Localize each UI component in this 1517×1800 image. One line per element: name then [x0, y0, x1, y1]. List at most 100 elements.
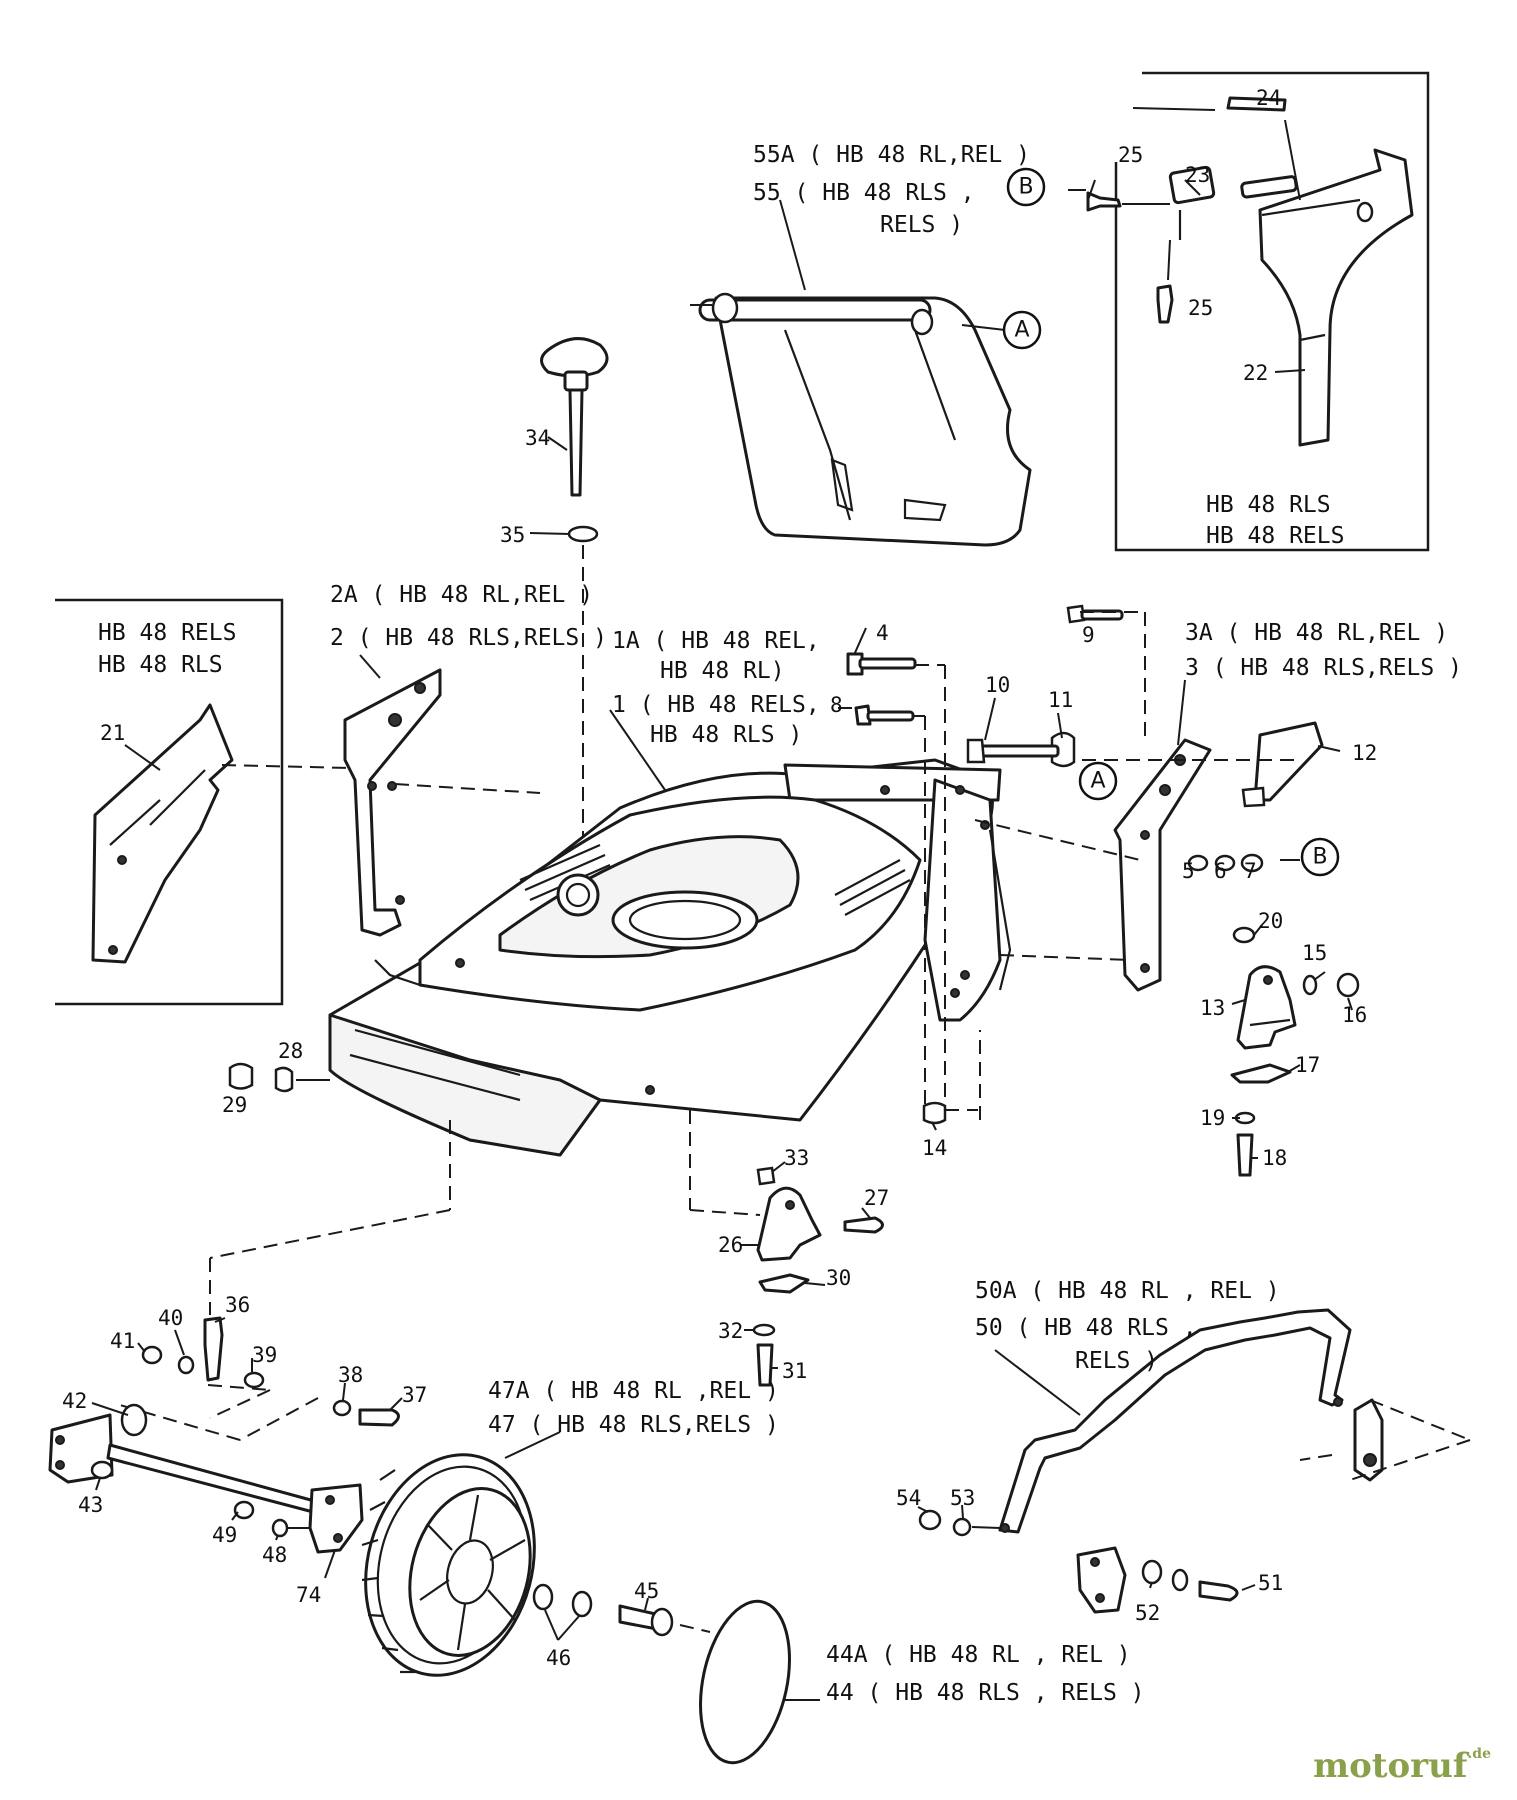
label-2: 2 ( HB 48 RLS,RELS ): [330, 625, 607, 651]
label-13: 13: [1200, 996, 1225, 1020]
label-23: 23: [1185, 163, 1210, 187]
label-5: 5: [1182, 859, 1195, 883]
label-34: 34: [525, 426, 550, 450]
inset-top-right-model-2: HB 48 RELS: [1206, 523, 1344, 549]
label-32: 32: [718, 1319, 743, 1343]
side-bracket-left: [343, 668, 541, 937]
callout-a-label: A: [1014, 318, 1029, 343]
label-8: 8: [830, 693, 843, 717]
label-28: 28: [278, 1039, 303, 1063]
label-22: 22: [1243, 361, 1268, 385]
label-26: 26: [718, 1233, 743, 1257]
height-adjuster-right: [1230, 926, 1360, 1177]
label-53: 53: [950, 1486, 975, 1510]
label-41: 41: [110, 1329, 135, 1353]
inset-frame-top-right: [1114, 71, 1430, 552]
label-74: 74: [296, 1583, 321, 1607]
label-54: 54: [896, 1486, 921, 1510]
label-50: 50 ( HB 48 RLS ,: [975, 1315, 1197, 1341]
label-27: 27: [864, 1186, 889, 1210]
label-11: 11: [1048, 688, 1073, 712]
rear-axle-group: [48, 1316, 400, 1554]
logo-suffix: .de: [1467, 1746, 1491, 1762]
label-46: 46: [546, 1646, 571, 1670]
label-55: 55 ( HB 48 RLS ,: [753, 180, 975, 206]
logo-text: motoruf: [1313, 1746, 1468, 1786]
label-55a: 55A ( HB 48 RL,REL ): [753, 142, 1030, 168]
rear-wheel: [361, 1453, 791, 1765]
label-12: 12: [1352, 741, 1377, 765]
label-1a-cont: HB 48 RL): [660, 658, 785, 684]
label-1-cont: HB 48 RLS ): [650, 722, 802, 748]
handle-bar: [918, 1308, 1471, 1614]
hardware-left: [209, 1062, 947, 1315]
label-50a: 50A ( HB 48 RL , REL ): [975, 1278, 1280, 1304]
label-52: 52: [1135, 1601, 1160, 1625]
label-18: 18: [1262, 1146, 1287, 1170]
label-17: 17: [1295, 1053, 1320, 1077]
inset-top-right-model-1: HB 48 RLS: [1206, 492, 1331, 518]
label-14: 14: [922, 1136, 947, 1160]
label-39: 39: [252, 1343, 277, 1367]
label-6: 6: [1214, 859, 1227, 883]
label-9: 9: [1082, 623, 1095, 647]
label-10: 10: [985, 673, 1010, 697]
part-labels: 55A ( HB 48 RL,REL ) 55 ( HB 48 RLS , RE…: [62, 86, 1462, 1706]
leader-lines: [91, 107, 1353, 1701]
label-55-cont: RELS ): [880, 212, 963, 238]
callout-a-label: A: [1090, 769, 1105, 794]
callout-b-label: B: [1312, 845, 1327, 870]
discharge-flap: [1086, 96, 1414, 447]
callout-b-label: B: [1018, 175, 1033, 200]
label-4: 4: [876, 621, 889, 645]
motoruf-logo: motoruf.de: [1313, 1746, 1491, 1786]
label-51: 51: [1258, 1571, 1283, 1595]
label-33: 33: [784, 1146, 809, 1170]
label-3: 3 ( HB 48 RLS,RELS ): [1185, 655, 1462, 681]
label-42: 42: [62, 1389, 87, 1413]
callout-b-2: B: [1300, 837, 1340, 877]
label-47: 47 ( HB 48 RLS,RELS ): [488, 1412, 779, 1438]
label-48: 48: [262, 1543, 287, 1567]
callout-a-2: A: [1078, 761, 1118, 801]
label-1: 1 ( HB 48 RELS,: [612, 692, 820, 718]
label-3a: 3A ( HB 48 RL,REL ): [1185, 620, 1448, 646]
side-bracket-right: [1113, 738, 1212, 992]
label-47a: 47A ( HB 48 RL ,REL ): [488, 1378, 779, 1404]
label-7: 7: [1244, 859, 1257, 883]
label-20: 20: [1258, 909, 1283, 933]
label-43: 43: [78, 1493, 103, 1517]
label-50-cont: RELS ): [1075, 1348, 1158, 1374]
label-45: 45: [634, 1579, 659, 1603]
label-29: 29: [222, 1093, 247, 1117]
label-24: 24: [1256, 86, 1281, 110]
label-37: 37: [402, 1383, 427, 1407]
label-30: 30: [826, 1266, 851, 1290]
mulch-insert: [91, 703, 351, 964]
height-knob: [540, 337, 609, 950]
label-25-top: 25: [1118, 143, 1143, 167]
label-21: 21: [100, 721, 125, 745]
mower-deck: [328, 758, 1012, 1157]
grass-catcher: [690, 292, 1032, 547]
inset-left-model-2: HB 48 RLS: [98, 652, 223, 678]
label-15: 15: [1302, 941, 1327, 965]
callout-b-1: B: [1006, 167, 1046, 207]
callout-a-1: A: [1002, 310, 1042, 350]
hardware-upper-right: [846, 604, 1324, 1120]
label-19: 19: [1200, 1106, 1225, 1130]
inset-frame-left: [55, 598, 284, 1006]
label-38: 38: [338, 1363, 363, 1387]
label-36: 36: [225, 1293, 250, 1317]
label-40: 40: [158, 1306, 183, 1330]
inset-left-model-1: HB 48 RELS: [98, 620, 236, 646]
label-31: 31: [782, 1359, 807, 1383]
label-25-bottom: 25: [1188, 296, 1213, 320]
label-1a: 1A ( HB 48 REL,: [612, 628, 820, 654]
label-2a: 2A ( HB 48 RL,REL ): [330, 582, 593, 608]
label-35: 35: [500, 523, 525, 547]
label-49: 49: [212, 1523, 237, 1547]
label-16: 16: [1342, 1003, 1367, 1027]
